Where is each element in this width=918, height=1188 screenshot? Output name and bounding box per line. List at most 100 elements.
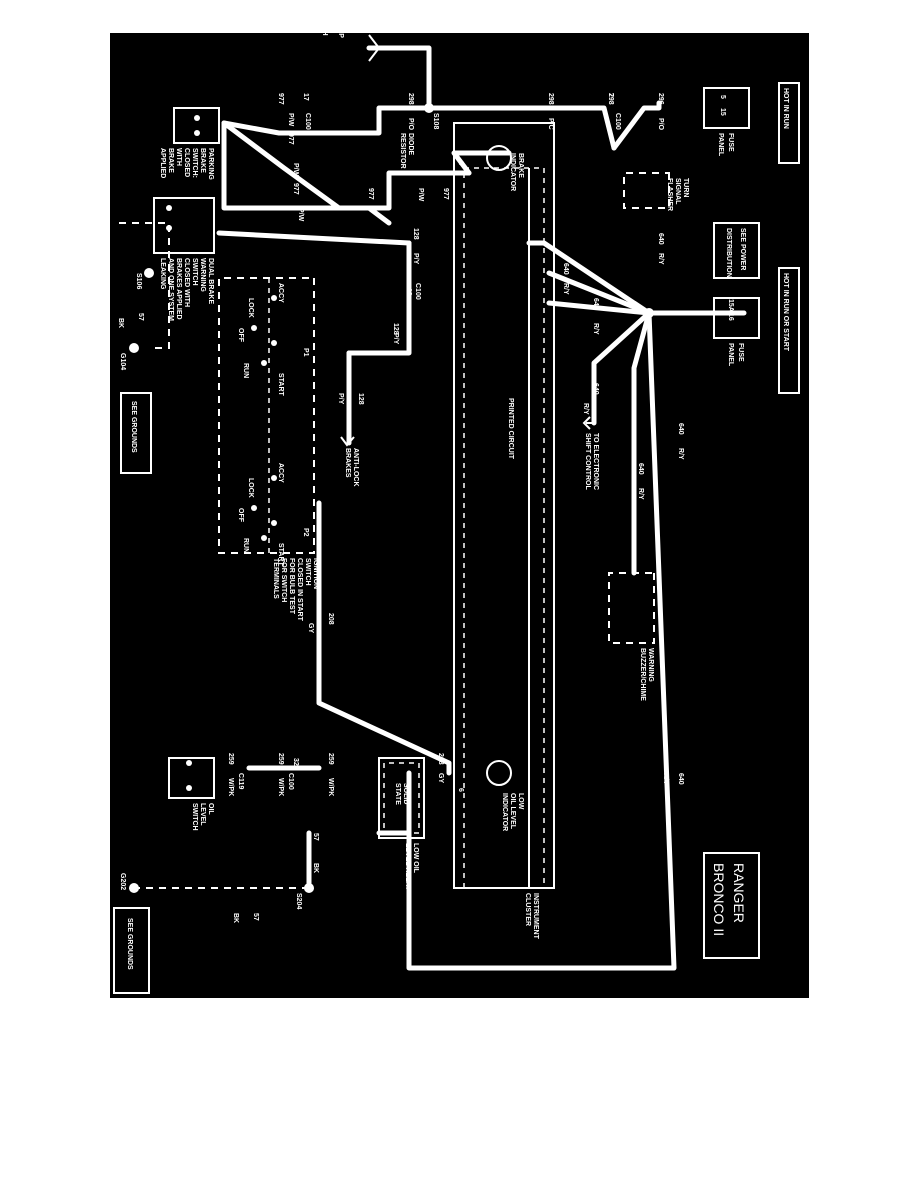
turn-signal-2: SIGNAL — [674, 178, 681, 205]
wire-128-a — [216, 230, 412, 246]
brake-indicator-pin: 2 — [457, 161, 464, 165]
wire-color-wpk-a: W/PK — [327, 778, 334, 796]
low-oil-indicator-1: LOW — [517, 793, 524, 810]
wire-label-640a: 640 — [657, 233, 664, 245]
parking-brake-switch-box — [173, 107, 220, 144]
printed-circuit-label: PRINTED CIRCUIT — [507, 398, 514, 460]
ignition-off-1: OFF — [237, 328, 244, 343]
low-oil-relay-state-1: SOLID — [402, 783, 409, 804]
wire-color-wpk-c: W/PK — [227, 778, 234, 796]
wire-color-bk-a: BK — [117, 318, 124, 328]
see-grounds-2: SEE GROUNDS — [126, 918, 133, 970]
dual-brake-4: CLOSED WITH — [183, 258, 190, 307]
oil-level-switch-3: SWITCH — [191, 803, 198, 831]
wire-128-c — [346, 280, 412, 356]
conn-c119: C119 — [237, 773, 244, 789]
wire-640-b — [546, 270, 652, 316]
backup-lamp-3: SWITCH — [321, 8, 328, 36]
wire-color-ry-c: R/Y — [592, 323, 599, 335]
dual-brake-6: AND ONE SYSTEM — [167, 258, 174, 321]
fuse-panel-b-label-2: PANEL — [727, 343, 734, 367]
anti-lock-2: BRAKES — [344, 448, 351, 478]
ground-g104 — [129, 343, 139, 353]
wire-label-259c: 259 — [227, 753, 234, 765]
wire-color-gy-b: GY — [437, 773, 444, 783]
oil-level-switch-box — [168, 757, 215, 799]
parking-brake-1: PARKING — [207, 148, 214, 180]
wire-color-ry-g: R/Y — [662, 773, 669, 785]
electronic-shift-2: SHIFT CONTROL — [584, 433, 591, 490]
see-grounds-1: SEE GROUNDS — [130, 401, 137, 453]
power-distribution-1: SEE POWER — [739, 228, 746, 270]
wire-color-pw-d: P/W — [417, 188, 424, 202]
fuse-16: 16 — [727, 313, 734, 321]
parking-brake-3: SWITCH: — [191, 148, 198, 178]
ignition-1: IGNITION — [312, 558, 319, 589]
power-distribution-2: DISTRIBUTION — [725, 228, 732, 278]
wire-label-57b: 57 — [312, 833, 319, 841]
low-oil-indicator-2: OIL LEVEL — [509, 793, 516, 830]
wire-977-b — [221, 120, 342, 211]
splice-640 — [644, 308, 654, 318]
wire-color-ry-a: R/Y — [657, 253, 664, 265]
ignition-run-2: RUN — [242, 538, 249, 553]
fuse-15: 15 — [719, 108, 726, 116]
ignition-lock-1: LOCK — [247, 298, 254, 318]
wire-color-py-c: P/Y — [337, 393, 344, 405]
pin-7: 7 — [607, 93, 614, 97]
wire-640-f — [406, 310, 677, 971]
backup-lamp-1: BACKUP — [337, 8, 344, 38]
wire-208 — [316, 500, 452, 776]
conn-g202: G202 — [119, 873, 126, 890]
low-oil-indicator-3: INDICATOR — [501, 793, 508, 831]
wire-color-ry-b: R/Y — [562, 283, 569, 295]
wire-977-e — [276, 205, 392, 226]
diode-resistor-1: DIODE — [407, 133, 414, 156]
diode-resistor-2: RESISTOR — [399, 133, 406, 169]
fuse-panel-b-label-1: FUSE — [737, 343, 744, 362]
wire-label-128c: 128 — [357, 393, 364, 405]
wire-label-640f: 640 — [677, 423, 684, 435]
dual-brake-1: DUAL BRAKE — [207, 258, 214, 304]
conn-c100-a: C100 — [614, 113, 621, 130]
wire-color-ry-e: R/Y — [637, 488, 644, 500]
pin-13: 13 — [405, 288, 412, 296]
wire-298-diode — [346, 105, 432, 136]
ignition-off-2: OFF — [237, 508, 244, 523]
instrument-cluster-1: INSTRUMENT — [532, 893, 539, 940]
wire-label-977b: 977 — [287, 133, 294, 145]
wire-label-977c: 977 — [292, 183, 299, 195]
wire-label-298b: 298 — [407, 93, 414, 105]
ignition-2: SWITCH — [304, 558, 311, 586]
ignition-start-1: START — [277, 373, 284, 397]
ignition-run-1: RUN — [242, 363, 249, 378]
wire-color-wpk-b: W/PK — [277, 778, 284, 796]
wire-color-pw-a: P/W — [287, 113, 294, 127]
wire-label-57a: 57 — [137, 313, 144, 321]
ignition-3: CLOSED IN START — [296, 558, 303, 622]
wire-298 — [426, 105, 617, 151]
wire-label-57c: 57 — [252, 913, 259, 921]
ignition-6: TERMINALS — [272, 558, 279, 599]
fuse-panel-b-box — [713, 297, 760, 339]
parking-brake-2: BRAKE — [199, 148, 206, 173]
pin-32: 32 — [292, 758, 299, 766]
wire-color-po2: P/O — [407, 118, 414, 131]
wire-color-ry-f: R/Y — [677, 448, 684, 460]
header-hot-in-run-or-start: HOT IN RUN OR START — [782, 273, 789, 352]
wire-label-259a: 259 — [327, 753, 334, 765]
title-box — [703, 852, 760, 959]
header-hot-in-run: HOT IN RUN — [782, 88, 789, 129]
brake-indicator-1: BRAKE — [517, 153, 524, 178]
see-grounds-box-1 — [120, 392, 152, 474]
wire-color-py-a: P/Y — [412, 253, 419, 265]
parking-brake-6: BRAKE — [167, 148, 174, 173]
wire-296 — [611, 100, 662, 151]
warning-buzzer-box — [608, 572, 655, 644]
wire-label-977e: 977 — [442, 188, 449, 200]
wire-color-ry-d: R/Y — [582, 403, 589, 415]
wire-label-298c: 298 — [607, 93, 614, 105]
pin-17: 17 — [302, 93, 309, 101]
wire-color-pw-c: P/W — [297, 208, 304, 222]
